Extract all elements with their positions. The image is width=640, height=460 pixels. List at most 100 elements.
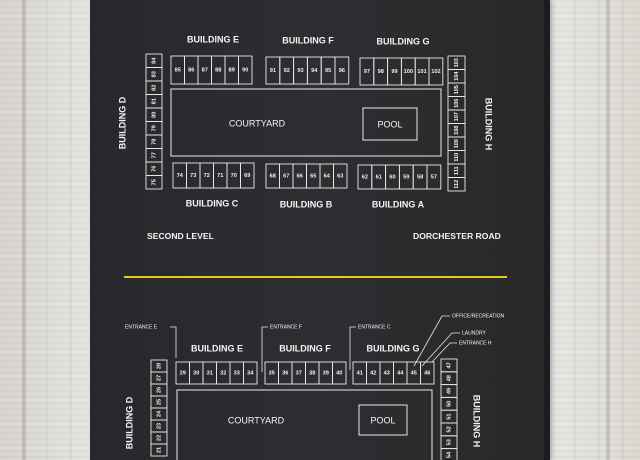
upper-building-g-label: BUILDING G (377, 36, 430, 46)
upper-unit-83: 83 (151, 71, 157, 77)
upper-unit-94: 94 (311, 68, 318, 74)
upper-building-e-label: BUILDING E (187, 34, 239, 44)
upper-unit-98: 98 (378, 69, 384, 75)
upper-unit-67: 67 (283, 173, 289, 179)
lower-unit-29: 29 (180, 370, 186, 376)
upper-courtyard (170, 88, 442, 157)
lower-unit-21: 21 (156, 447, 162, 453)
lower-unit-48: 48 (446, 375, 452, 381)
upper-unit-101: 101 (417, 69, 426, 75)
upper-unit-108: 108 (454, 126, 460, 135)
upper-unit-82: 82 (151, 85, 157, 91)
entrance-c-label: ENTRANCE C (358, 324, 391, 330)
upper-unit-100: 100 (404, 69, 413, 75)
wall-trim-left (22, 0, 26, 460)
upper-unit-58: 58 (417, 174, 423, 180)
upper-unit-75: 75 (151, 179, 157, 185)
lower-unit-54-box (440, 448, 458, 460)
upper-unit-85: 85 (175, 67, 181, 73)
upper-unit-80: 80 (151, 112, 157, 118)
upper-unit-63: 63 (337, 173, 343, 179)
lower-unit-30: 30 (193, 370, 199, 376)
wall-trim-right (606, 0, 610, 460)
lower-building-e-label: BUILDING E (191, 343, 243, 353)
lower-courtyard (176, 389, 433, 460)
lower-unit-34-box (243, 361, 258, 385)
lower-unit-37: 37 (296, 370, 302, 376)
lower-unit-23: 23 (156, 423, 162, 429)
upper-unit-60: 60 (389, 174, 395, 180)
upper-unit-107: 107 (454, 112, 460, 121)
upper-unit-68: 68 (270, 173, 276, 179)
upper-pool (362, 107, 418, 141)
upper-unit-95: 95 (325, 68, 331, 74)
upper-unit-102-box (428, 57, 444, 86)
entrance-h-leader (431, 342, 457, 363)
lower-unit-40: 40 (336, 370, 342, 376)
upper-unit-104: 104 (454, 71, 460, 81)
upper-unit-74: 74 (177, 173, 184, 179)
lower-unit-21-box (150, 443, 168, 457)
lower-unit-25: 25 (156, 399, 162, 405)
lower-unit-43: 43 (384, 370, 390, 376)
upper-unit-87: 87 (202, 67, 208, 73)
dorchester-road-label: DORCHESTER ROAD (413, 231, 501, 241)
upper-unit-93: 93 (297, 68, 303, 74)
entrance-e-label: ENTRANCE E (125, 324, 158, 330)
upper-unit-79: 79 (151, 125, 157, 131)
lower-unit-50: 50 (446, 401, 452, 407)
upper-pool-label: POOL (377, 119, 402, 129)
lower-unit-40-box (332, 361, 347, 385)
upper-unit-81: 81 (151, 98, 157, 104)
upper-building-c-label: BUILDING C (186, 198, 239, 208)
upper-unit-84: 84 (151, 57, 157, 64)
lower-unit-39: 39 (323, 370, 329, 376)
upper-unit-109: 109 (454, 139, 460, 148)
lower-building-f-label: BUILDING F (279, 343, 331, 353)
entrance-f-label: ENTRANCE F (270, 324, 302, 330)
upper-unit-90: 90 (242, 67, 248, 73)
upper-building-a-label: BUILDING A (372, 199, 425, 209)
lower-unit-38: 38 (309, 370, 315, 376)
upper-unit-111: 111 (454, 166, 460, 175)
lower-unit-32: 32 (220, 370, 226, 376)
upper-courtyard-label: COURTYARD (229, 118, 286, 128)
upper-unit-103: 103 (454, 58, 460, 67)
lower-pool (358, 404, 408, 436)
lower-unit-46-box (420, 361, 435, 385)
upper-unit-106: 106 (454, 99, 460, 108)
lower-unit-51: 51 (446, 413, 452, 419)
entrance-e-leader (170, 326, 177, 358)
lower-unit-45: 45 (411, 370, 417, 376)
lower-unit-47: 47 (446, 362, 452, 368)
lower-courtyard-label: COURTYARD (228, 415, 285, 425)
upper-unit-69-box (240, 162, 255, 189)
upper-building-h-label: BUILDING H (484, 98, 494, 151)
lower-unit-42: 42 (370, 370, 376, 376)
lower-unit-53: 53 (446, 439, 452, 445)
lower-unit-36: 36 (282, 370, 288, 376)
upper-building-b-label: BUILDING B (280, 199, 333, 209)
upper-unit-61: 61 (376, 174, 382, 180)
upper-unit-76: 76 (151, 166, 157, 172)
upper-unit-63-box (333, 163, 348, 189)
upper-unit-65: 65 (310, 173, 316, 179)
lower-unit-44: 44 (397, 370, 404, 376)
laundry-leader (421, 332, 460, 367)
lower-unit-24: 24 (156, 410, 162, 417)
upper-unit-89: 89 (229, 67, 235, 73)
lower-unit-34: 34 (247, 370, 254, 376)
upper-unit-64: 64 (324, 173, 331, 179)
entrance-c-leader (349, 326, 356, 370)
upper-unit-70: 70 (231, 173, 237, 179)
upper-unit-112-box (447, 177, 466, 192)
